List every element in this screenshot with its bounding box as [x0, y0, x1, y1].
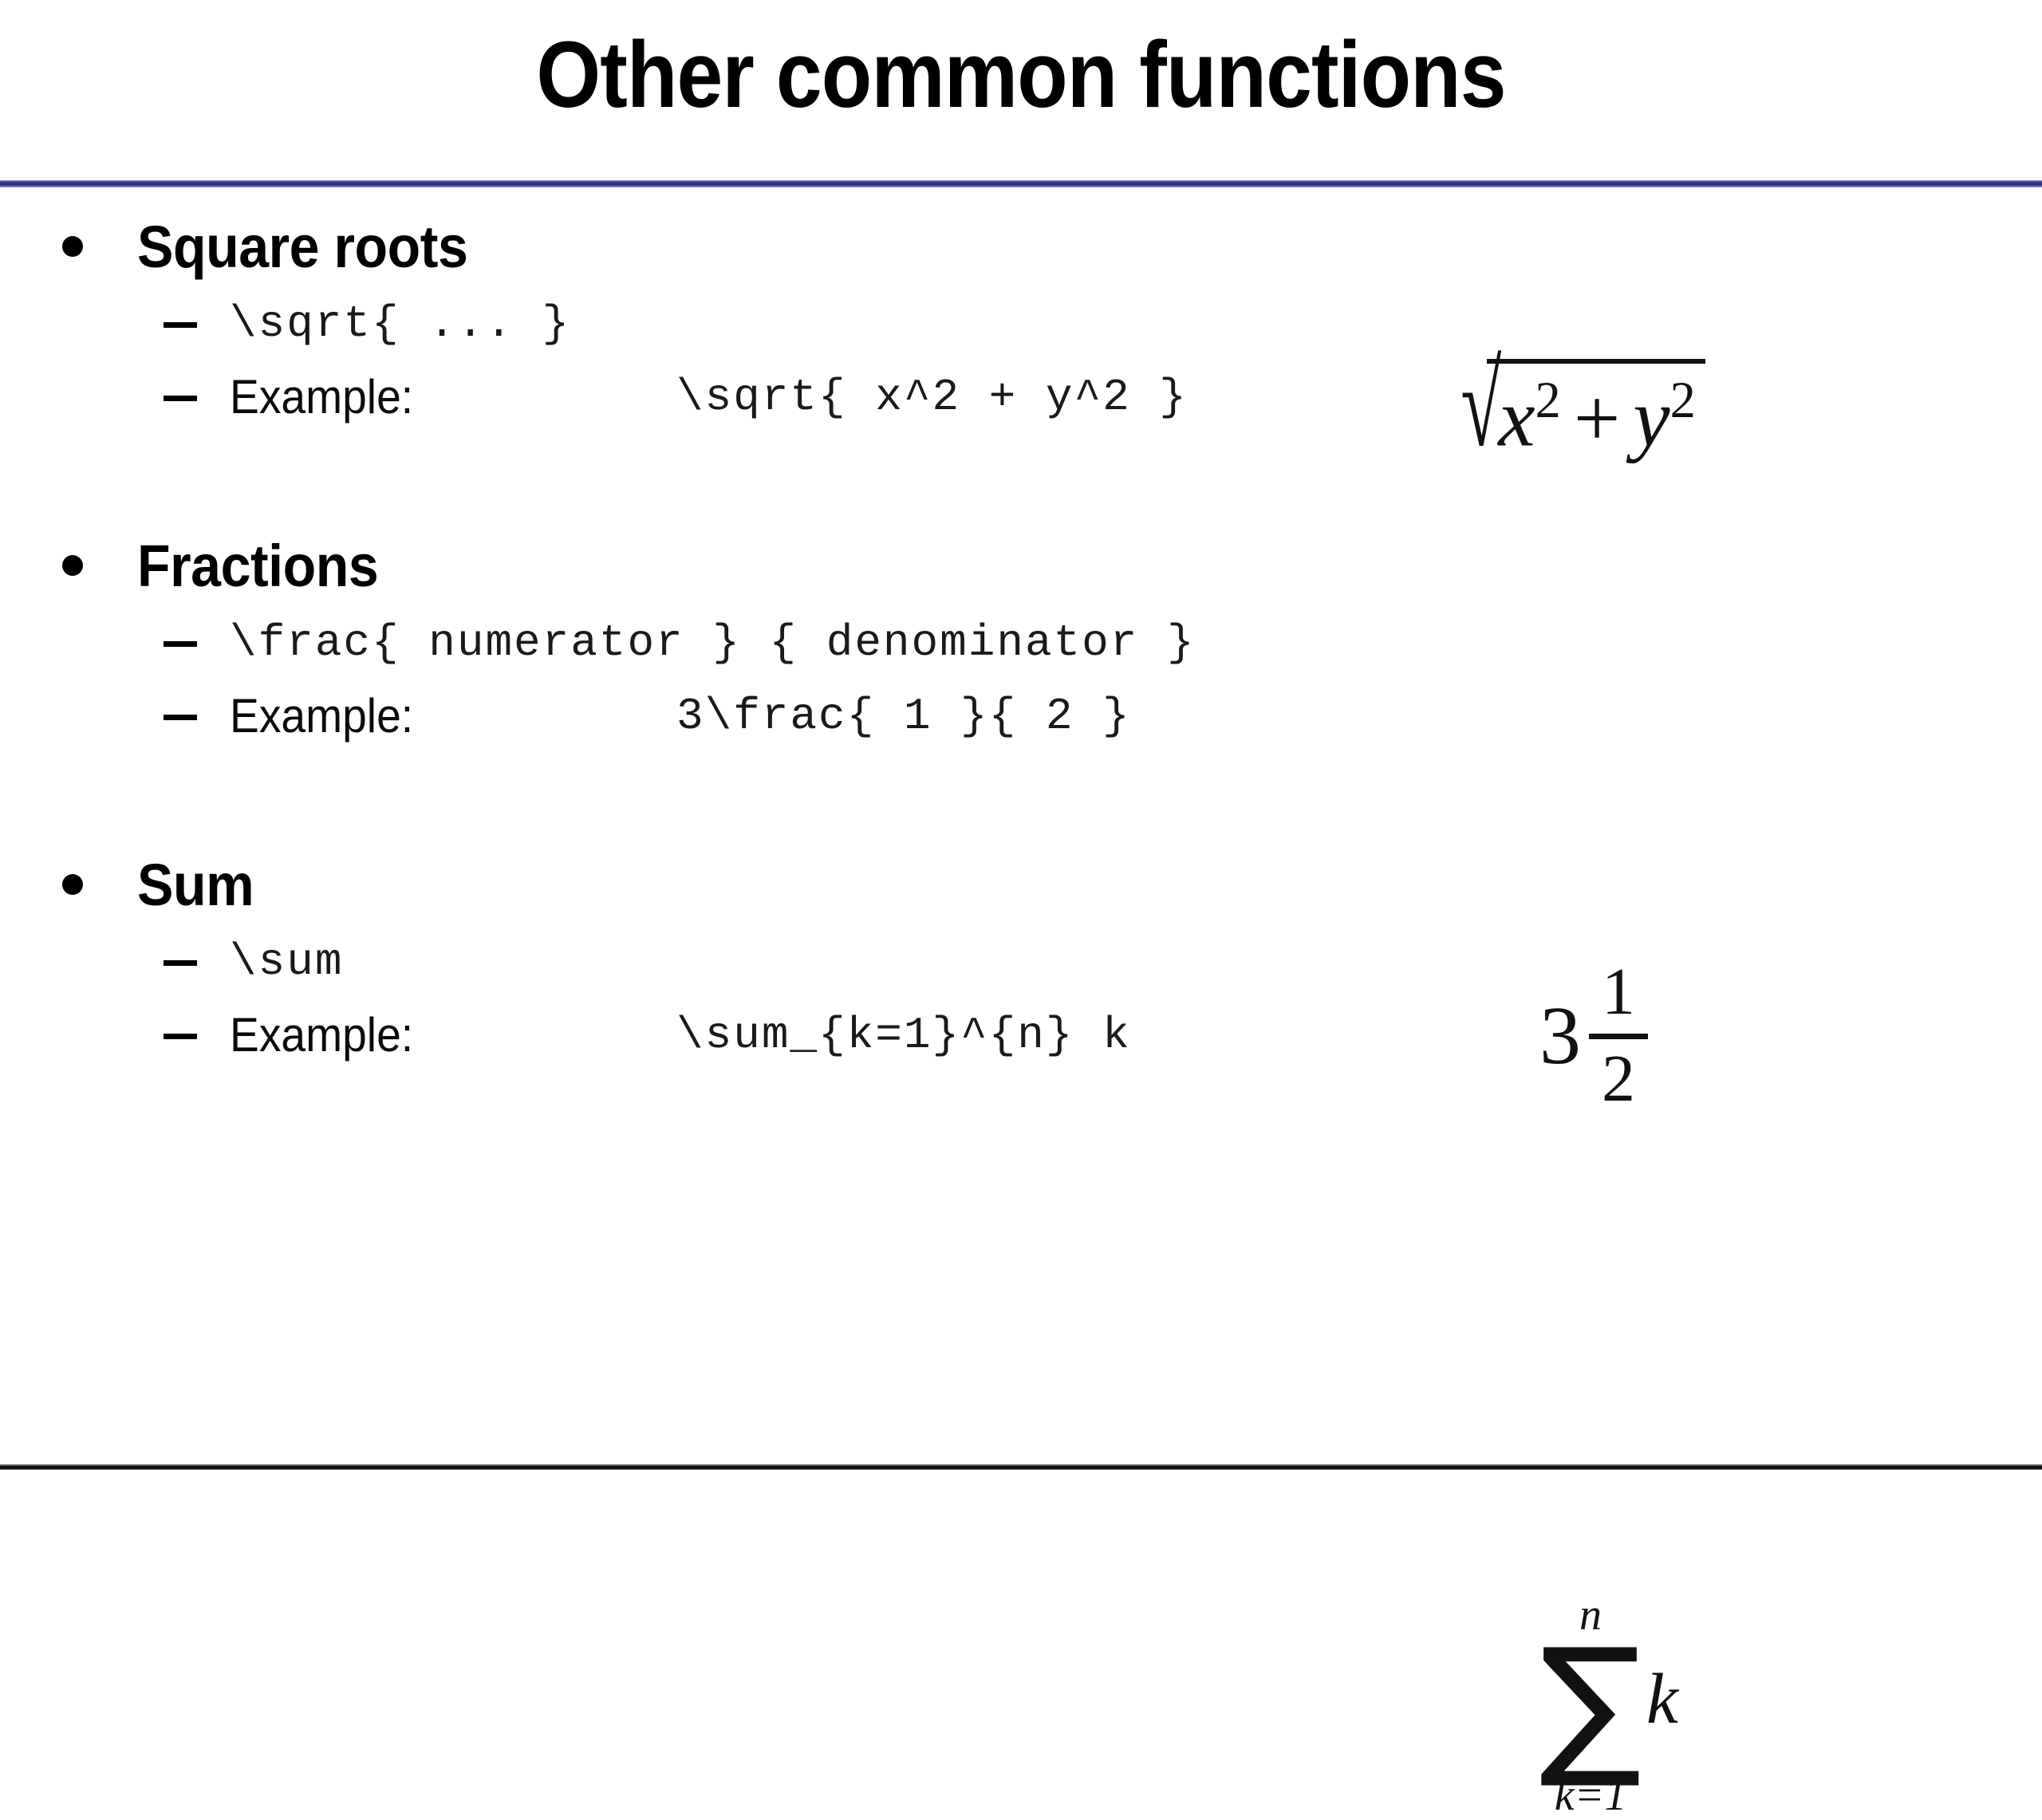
- summation-lower-limit: k=1: [1554, 1770, 1627, 1820]
- bullet-dot-icon: [62, 236, 83, 257]
- section-square-roots: Square roots \sqrt{ ... } Example: \sqrt…: [0, 209, 2042, 465]
- title-divider-rule: [0, 180, 2042, 187]
- section-sum: Sum \sum Example: \sum_{k=1}^{n} k n ∑ k…: [0, 847, 2042, 1818]
- fraction-numerator: 1: [1602, 955, 1635, 1029]
- sigma-icon: ∑: [1539, 1616, 1642, 1792]
- summation-stack: n ∑ k=1: [1539, 1593, 1642, 1818]
- fraction-denominator: 2: [1602, 1042, 1635, 1116]
- dash-bullet-icon: [164, 1034, 197, 1039]
- rendered-math-sqrt: √ x2+y2: [1436, 339, 1705, 471]
- summation-summand: k: [1646, 1659, 1678, 1739]
- slide-body: Square roots \sqrt{ ... } Example: \sqrt…: [0, 199, 2042, 1818]
- fraction-stack: 1 2: [1589, 959, 1648, 1113]
- radicand-expression: x2+y2: [1487, 359, 1705, 460]
- math-base-y: y: [1633, 372, 1670, 464]
- bullet-dot-icon: [62, 555, 83, 576]
- math-base-x: x: [1498, 372, 1535, 464]
- bullet-heading-label: Square roots: [137, 214, 468, 280]
- slide: Other common functions Square roots \sqr…: [0, 22, 2042, 1818]
- syntax-code-text: \frac{ numerator } { denominator }: [230, 617, 1196, 668]
- sub-item-sum-example: Example: \sum_{k=1}^{n} k: [0, 1000, 2042, 1073]
- dash-bullet-icon: [164, 960, 197, 966]
- dash-bullet-icon: [164, 715, 197, 720]
- dash-bullet-icon: [164, 641, 197, 647]
- summation-upper-limit: n: [1579, 1590, 1602, 1640]
- sub-item-square-roots-syntax: \sqrt{ ... }: [0, 289, 2042, 362]
- math-exponent-y: 2: [1669, 372, 1696, 428]
- sub-item-sum-syntax: \sum: [0, 927, 2042, 1000]
- bullet-item-sum: Sum: [0, 847, 2042, 927]
- sub-item-fractions-syntax: \frac{ numerator } { denominator }: [0, 608, 2042, 681]
- fraction-bar: [1589, 1034, 1648, 1039]
- page-title: Other common functions: [536, 22, 1506, 128]
- syntax-code-text: \sum: [230, 936, 344, 987]
- rendered-math-summation: n ∑ k=1 k: [1539, 1593, 1678, 1818]
- section-fractions: Fractions \frac{ numerator } { denominat…: [0, 528, 2042, 1113]
- dash-bullet-icon: [164, 396, 197, 401]
- example-code-text: \sqrt{ x^2 + y^2 }: [676, 372, 1188, 423]
- example-label: Example:: [230, 370, 414, 423]
- sub-item-square-roots-example: Example: \sqrt{ x^2 + y^2 }: [0, 362, 2042, 435]
- example-label: Example:: [230, 689, 414, 743]
- bullet-dot-icon: [62, 874, 83, 895]
- bullet-item-square-roots: Square roots: [0, 209, 2042, 289]
- sub-item-fractions-example: Example: 3\frac{ 1 }{ 2 }: [0, 681, 2042, 754]
- radical-sign-icon: √: [1461, 339, 1502, 471]
- example-code-text: \sum_{k=1}^{n} k: [676, 1010, 1131, 1061]
- fraction-whole-number: 3: [1539, 989, 1581, 1081]
- bullet-heading-label: Sum: [137, 852, 254, 918]
- math-operator-plus: +: [1573, 372, 1621, 464]
- bullet-item-fractions: Fractions: [0, 528, 2042, 608]
- footer-divider-rule: [0, 1464, 2042, 1470]
- dash-bullet-icon: [164, 322, 197, 328]
- syntax-code-text: \sqrt{ ... }: [230, 298, 571, 349]
- example-code-text: 3\frac{ 1 }{ 2 }: [676, 691, 1131, 742]
- rendered-math-fraction: 3 1 2: [1539, 959, 1648, 1113]
- math-exponent-x: 2: [1535, 372, 1561, 428]
- bullet-heading-label: Fractions: [137, 533, 379, 599]
- example-label: Example:: [230, 1008, 414, 1062]
